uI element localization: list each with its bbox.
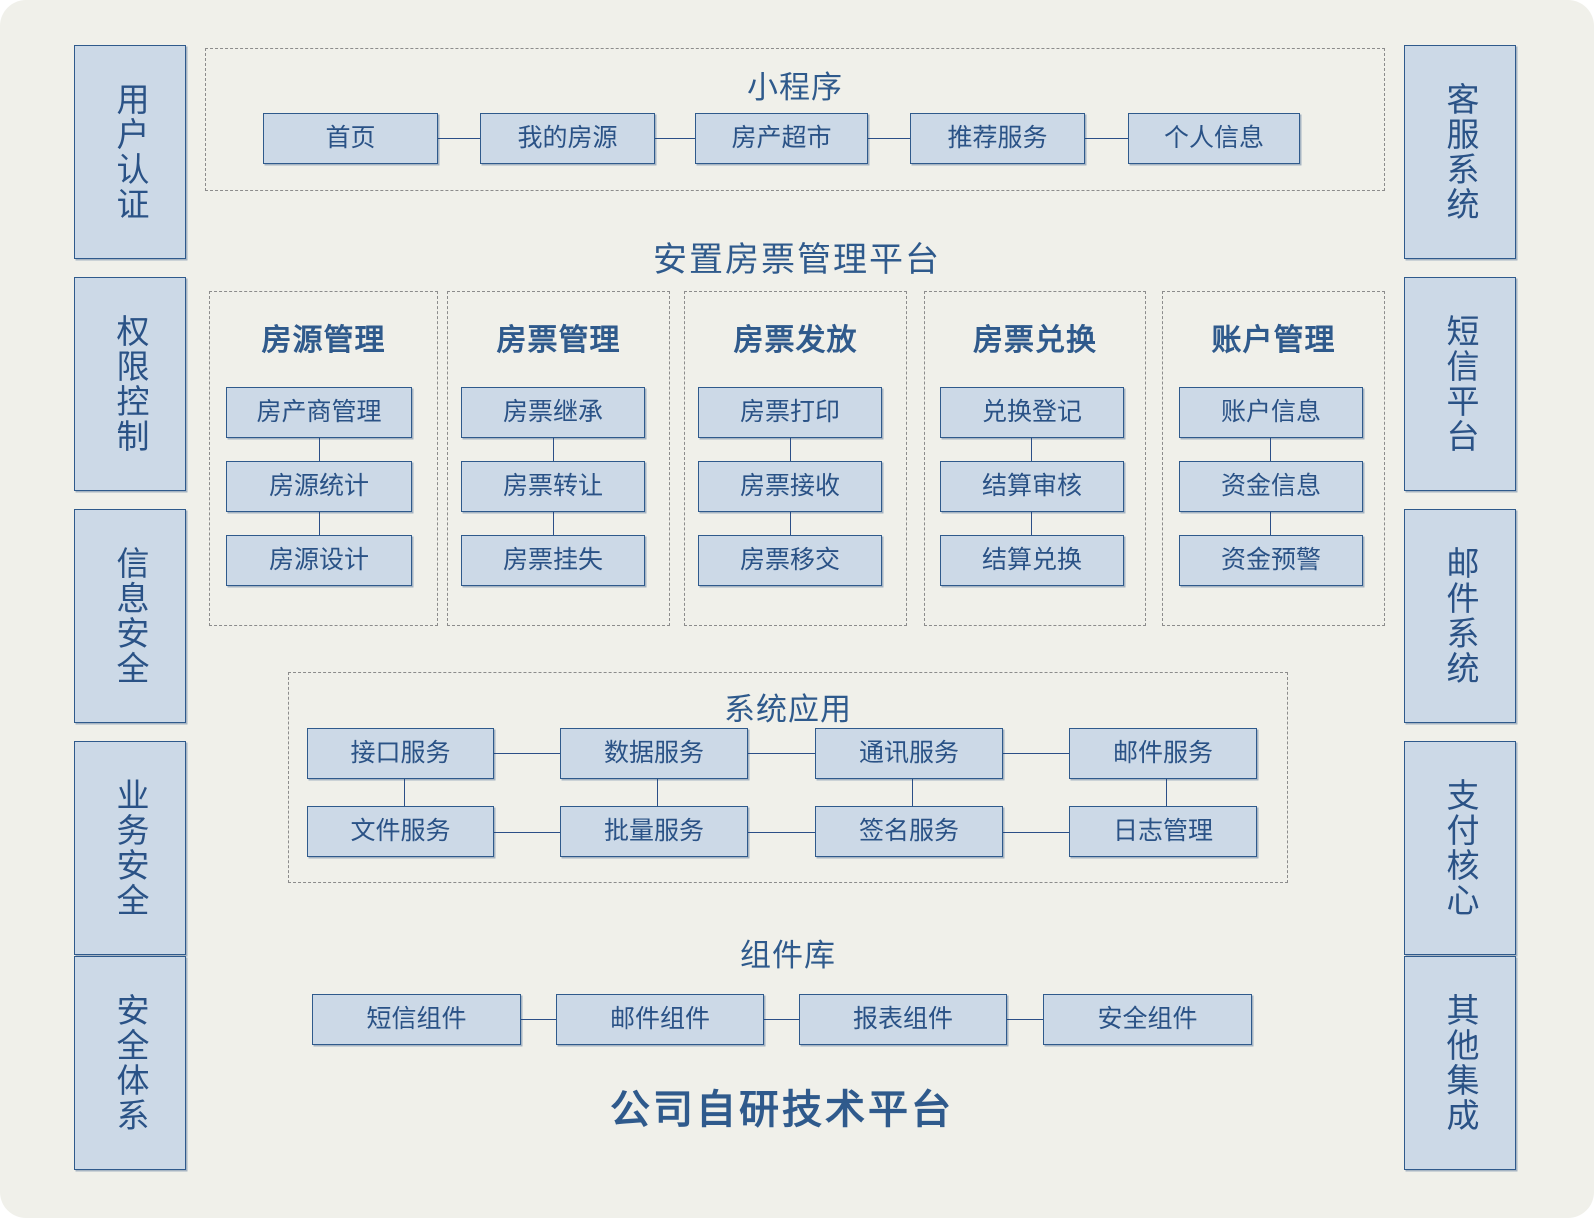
component-library-title: 组件库 [740,938,836,973]
connector-comp-3 [1007,1019,1045,1020]
system-app-file-service[interactable]: 文件服务 [307,806,494,857]
connector-comp-2 [763,1019,801,1020]
connector-g1-b [319,511,320,535]
right-pillar-email-system[interactable]: 邮件系统 [1404,509,1516,723]
module-item-2-2[interactable]: 房票转让 [461,461,645,512]
connector-sys-v3 [912,779,913,806]
left-pillar-user-auth[interactable]: 用户认证 [74,45,186,259]
left-pillar-security-system[interactable]: 安全体系 [74,956,186,1170]
module-item-3-2[interactable]: 房票接收 [698,461,882,512]
module-item-4-1[interactable]: 兑换登记 [940,387,1124,438]
connector-g2-b [553,511,554,535]
connector-g3-b [790,511,791,535]
connector-sys-r1-3 [1003,753,1069,754]
connector-sys-v4 [1166,779,1167,806]
left-pillar-permission-control[interactable]: 权限控制 [74,277,186,491]
connector-mini-1 [437,138,482,139]
component-report[interactable]: 报表组件 [799,994,1007,1045]
component-sms[interactable]: 短信组件 [312,994,521,1045]
connector-g5-b [1270,511,1271,535]
connector-sys-r1-2 [748,753,816,754]
connector-mini-4 [1084,138,1129,139]
miniprogram-group-container [205,48,1385,191]
bottom-platform-title: 公司自研技术平台 [610,1088,954,1132]
module-item-5-3[interactable]: 资金预警 [1179,535,1363,586]
connector-mini-3 [866,138,910,139]
right-pillar-sms-platform[interactable]: 短信平台 [1404,277,1516,491]
left-pillar-business-security[interactable]: 业务安全 [74,741,186,955]
module-item-3-1[interactable]: 房票打印 [698,387,882,438]
miniprogram-item-personal-info[interactable]: 个人信息 [1128,113,1300,164]
system-app-data-service[interactable]: 数据服务 [560,728,748,779]
module-item-1-3[interactable]: 房源设计 [226,535,412,586]
connector-sys-v2 [657,779,658,806]
system-app-log-management[interactable]: 日志管理 [1069,806,1257,857]
connector-sys-r2-3 [1003,832,1069,833]
module-item-5-2[interactable]: 资金信息 [1179,461,1363,512]
connector-g3-a [790,437,791,461]
right-pillar-payment-core[interactable]: 支付核心 [1404,741,1516,955]
left-pillar-information-security[interactable]: 信息安全 [74,509,186,723]
module-group-container-3 [684,291,907,626]
connector-sys-v1 [404,779,405,806]
component-security[interactable]: 安全组件 [1043,994,1252,1045]
miniprogram-item-property-market[interactable]: 房产超市 [695,113,868,164]
connector-g4-b [1031,511,1032,535]
module-item-4-2[interactable]: 结算审核 [940,461,1124,512]
connector-sys-r2-2 [748,832,816,833]
platform-title: 安置房票管理平台 [653,241,941,279]
module-group-container-1 [209,291,438,626]
module-item-2-3[interactable]: 房票挂失 [461,535,645,586]
module-item-1-1[interactable]: 房产商管理 [226,387,412,438]
connector-comp-1 [521,1019,559,1020]
system-app-interface-service[interactable]: 接口服务 [307,728,494,779]
module-item-4-3[interactable]: 结算兑换 [940,535,1124,586]
system-apps-title: 系统应用 [724,692,852,727]
miniprogram-item-my-listings[interactable]: 我的房源 [480,113,655,164]
module-item-2-1[interactable]: 房票继承 [461,387,645,438]
right-pillar-other-integration[interactable]: 其他集成 [1404,956,1516,1170]
module-group-container-4 [924,291,1146,626]
connector-g2-a [553,437,554,461]
module-group-title-5: 账户管理 [1211,324,1336,357]
module-group-title-4: 房票兑换 [973,324,1097,357]
right-pillar-customer-service-system[interactable]: 客服系统 [1404,45,1516,259]
miniprogram-title: 小程序 [747,70,843,105]
connector-sys-r2-1 [494,832,560,833]
module-group-title-2: 房票管理 [496,324,621,357]
connector-g5-a [1270,437,1271,461]
system-app-communication-service[interactable]: 通讯服务 [815,728,1003,779]
system-app-mail-service[interactable]: 邮件服务 [1069,728,1257,779]
connector-g1-a [319,437,320,461]
module-group-container-5 [1162,291,1385,626]
component-mail[interactable]: 邮件组件 [556,994,764,1045]
miniprogram-item-home[interactable]: 首页 [263,113,438,164]
connector-sys-r1-1 [494,753,560,754]
module-group-container-2 [447,291,670,626]
module-item-3-3[interactable]: 房票移交 [698,535,882,586]
module-group-title-1: 房源管理 [261,324,386,357]
module-item-1-2[interactable]: 房源统计 [226,461,412,512]
miniprogram-item-recommended-services[interactable]: 推荐服务 [910,113,1085,164]
system-apps-container [288,672,1288,883]
module-group-title-3: 房票发放 [733,324,858,357]
system-app-batch-service[interactable]: 批量服务 [560,806,748,857]
connector-mini-2 [654,138,697,139]
module-item-5-1[interactable]: 账户信息 [1179,387,1363,438]
connector-g4-a [1031,437,1032,461]
system-app-signature-service[interactable]: 签名服务 [815,806,1003,857]
